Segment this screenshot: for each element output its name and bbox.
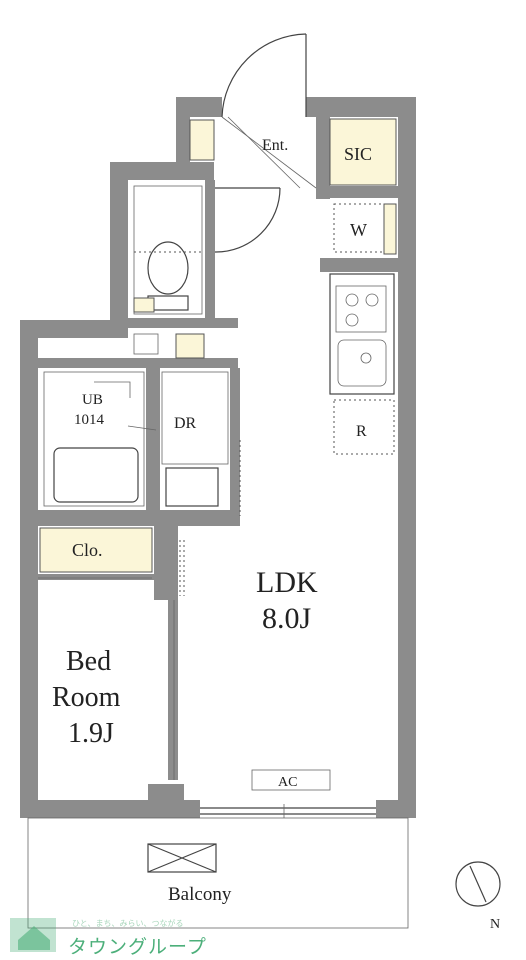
label-balcony: Balcony [168, 884, 232, 905]
label-washer: W [350, 220, 367, 240]
unit-bath [43, 371, 157, 507]
closet [39, 527, 185, 596]
inner-walls [38, 117, 398, 780]
label-aircon: AC [278, 775, 297, 790]
label-entrance: Ent. [262, 137, 288, 154]
outer-walls [20, 97, 416, 818]
label-fridge: R [356, 423, 367, 440]
cabinet [133, 333, 159, 355]
label-dressing: DR [174, 415, 197, 432]
bedroom-doors [38, 577, 175, 780]
washer-space [333, 203, 397, 255]
brand-logo: ひと、まち、みらい、つながる タウングループ [6, 914, 226, 958]
compass [455, 861, 501, 907]
toilet-door [214, 187, 281, 253]
storage-niche [189, 119, 215, 161]
label-shoe-closet: SIC [344, 144, 372, 164]
label-bath-size: 1014 [74, 412, 105, 428]
label-compass-north: N [490, 917, 500, 932]
storage-small [175, 333, 205, 359]
label-bedroom-line1: Bed [66, 646, 111, 677]
label-closet: Clo. [72, 540, 103, 560]
shoe-closet [329, 118, 397, 186]
logo-brand-name: タウングループ [68, 937, 207, 958]
label-ldk: LDK [256, 566, 318, 599]
label-bedroom-line2: Room [52, 682, 121, 713]
label-bath: UB [82, 392, 103, 408]
balcony-window [200, 804, 376, 818]
label-ldk-size: 8.0J [262, 602, 312, 635]
aircon-unit [251, 769, 331, 791]
logo-tagline: ひと、まち、みらい、つながる [72, 919, 184, 928]
toilet-fixture [133, 185, 203, 315]
entrance-door [221, 33, 317, 189]
dressing-room [161, 371, 241, 516]
label-bedroom-size: 1.9J [68, 718, 114, 749]
balcony [27, 817, 409, 929]
kitchen [329, 273, 395, 455]
house-logo-icon [10, 918, 56, 952]
